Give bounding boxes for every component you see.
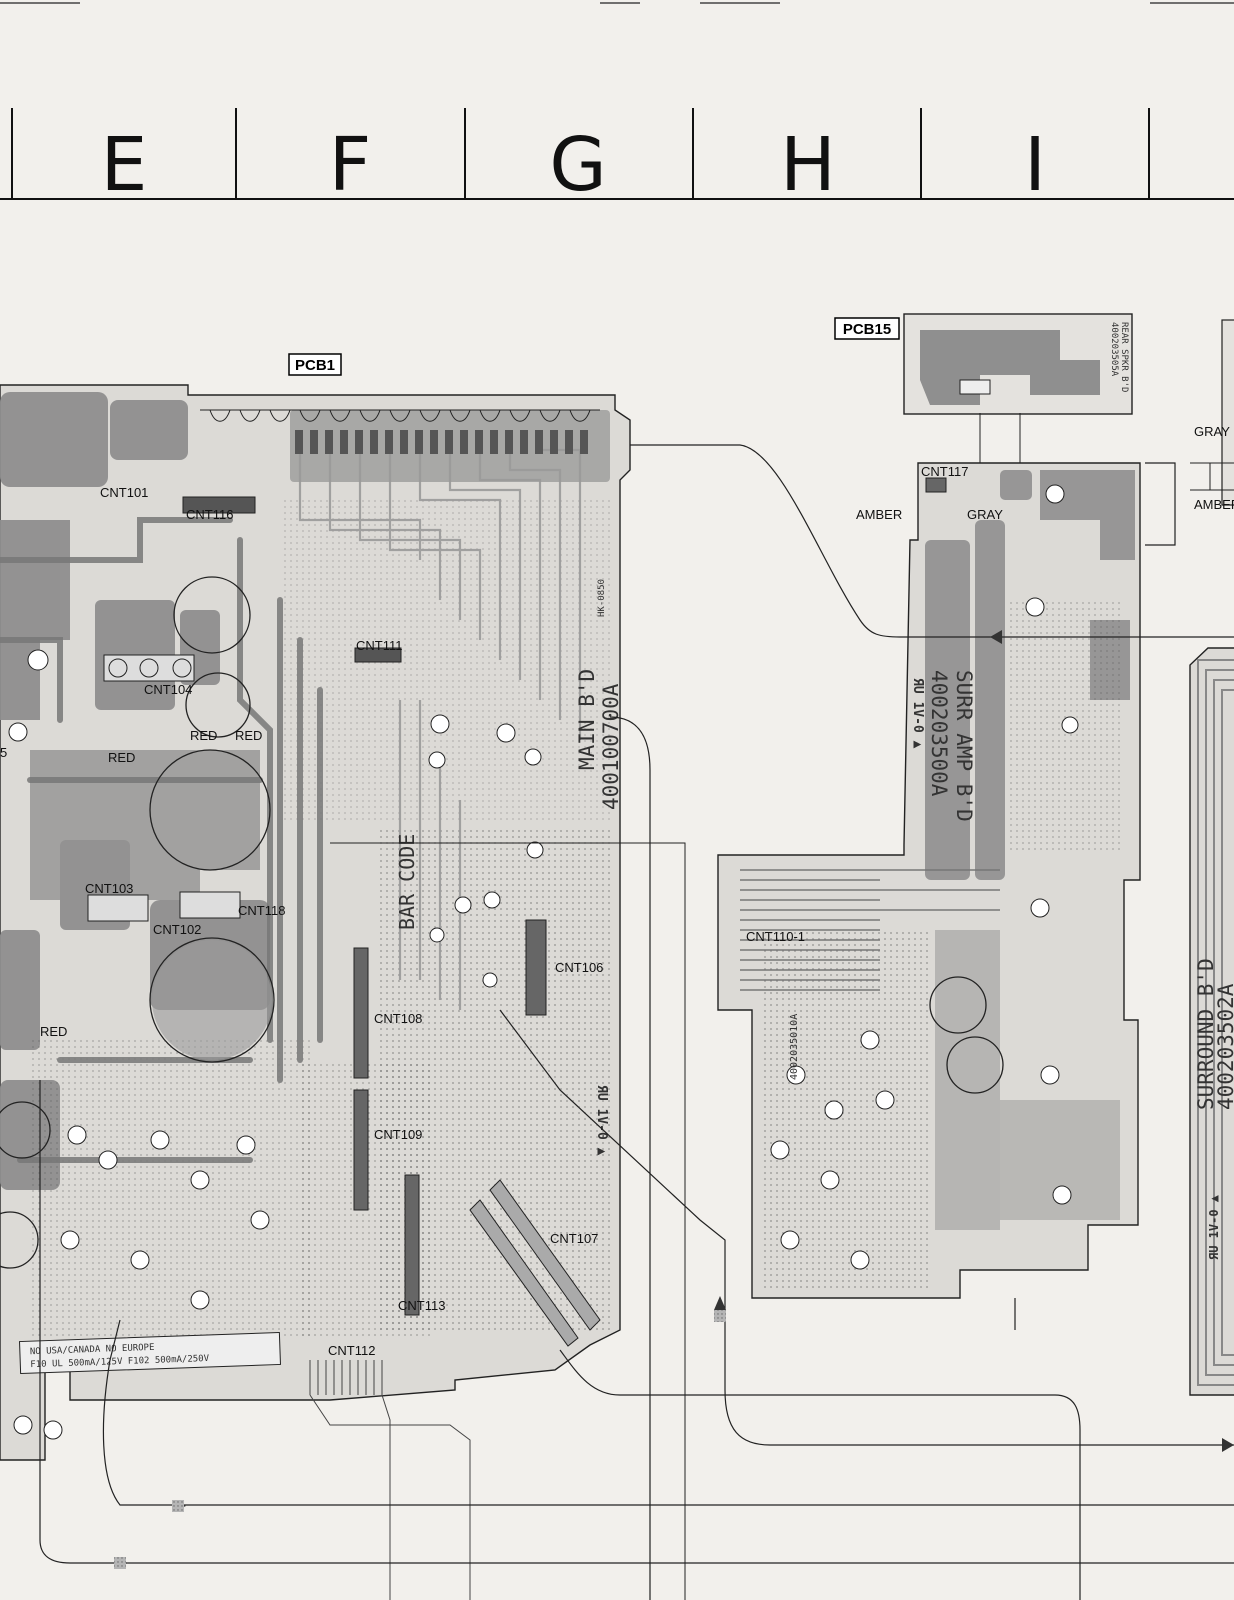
wire-label-red-3: RED <box>108 750 135 765</box>
surr-amp-board-name: SURR AMP B'D <box>952 670 976 822</box>
surr-amp-sub-number: 4002035010A <box>789 1014 800 1080</box>
connector-label-cnt104: CNT104 <box>144 682 192 697</box>
fuse-table: NO USA/CANADA NO EUROPE F10 UL 500mA/125… <box>19 1331 281 1375</box>
main-board-name: MAIN B'D <box>575 669 599 770</box>
interconnect-wires <box>39 444 1234 1600</box>
main-board-ul-mark: ЯU 1V-0 ▲ <box>594 1085 609 1156</box>
column-letter-g: G <box>549 122 606 208</box>
wire-label-red-2: RED <box>235 728 262 743</box>
rear-speaker-board-number: 400203505A <box>1109 322 1119 377</box>
surround-board-name: SURROUND B'D <box>1194 958 1218 1110</box>
wire-label-gray: GRAY <box>967 507 1003 522</box>
model-code-label: HK-0850 <box>597 579 607 617</box>
bar-code-label: BAR CODE <box>395 834 419 930</box>
connector-label-cnt112: CNT116 <box>186 507 233 522</box>
column-letter-i: I <box>1024 122 1046 208</box>
rear-speaker-board: REAR SPKR B'D 400203505A PCB15 <box>834 313 1133 470</box>
pcb1-tag: PCB1 <box>295 357 335 374</box>
connector-label-cnt102: CNT102 <box>153 922 201 937</box>
surround-ul-mark: ЯU 1V-0 ▲ <box>1207 1194 1221 1260</box>
connector-label-cnt109: CNT109 <box>374 1127 422 1142</box>
connector-label-cnt116: CNT112 <box>328 1343 375 1358</box>
main-board-number: 400100700A <box>599 683 623 810</box>
connector-label-cnt110-1: CNT110-1 <box>746 929 805 944</box>
main-board: MAIN B'D 400100700A BAR CODE HK-0850 ЯU … <box>0 353 739 1461</box>
connector-label-cnt113: CNT111 <box>356 638 402 653</box>
wire-label-red-1: RED <box>190 728 217 743</box>
connector-label-cnt111: CNT113 <box>398 1298 445 1313</box>
column-letter-e: E <box>101 122 148 208</box>
wire-label-gray-right: GRAY <box>1194 424 1230 439</box>
connector-label-cnt103: CNT103 <box>85 881 133 896</box>
connector-label-cnt117: CNT117 <box>921 464 968 479</box>
connector-label-cnt107: CNT107 <box>550 1231 598 1246</box>
wire-arrow-markers <box>114 630 1234 1569</box>
edge-label: 5 <box>0 745 7 760</box>
surround-board-number: 400203502A <box>1214 983 1234 1110</box>
surr-amp-board: SURR AMP B'D 400203500A ЯU 1V-0 ▲ 400203… <box>717 462 1141 1299</box>
column-letter-f: F <box>329 122 372 208</box>
wire-label-amber: AMBER <box>856 507 902 522</box>
rear-speaker-board-name: REAR SPKR B'D <box>1119 322 1129 392</box>
surr-amp-board-number: 400203500A <box>927 670 951 797</box>
surround-board: SURROUND B'D 400203502A ЯU 1V-0 ▲ GRAY A… <box>1189 319 1234 1396</box>
connector-label-cnt118: CNT118 <box>238 903 285 918</box>
wire-label-amber-right: AMBER <box>1194 497 1234 512</box>
column-header-grid <box>0 108 1234 200</box>
connector-label-cnt108: CNT108 <box>374 1011 422 1026</box>
fuse-table-row-1: NO USA/CANADA NO EUROPE <box>30 1343 155 1357</box>
connector-label-cnt101: CNT101 <box>100 485 148 500</box>
pcb15-tag: PCB15 <box>843 321 891 338</box>
wire-label-red-4: RED <box>40 1024 67 1039</box>
surr-amp-ul-mark: ЯU 1V-0 ▲ <box>910 678 925 749</box>
connector-label-cnt106: CNT106 <box>555 960 603 975</box>
bottom-ribbon <box>309 1360 471 1600</box>
column-letter-h: H <box>780 122 836 208</box>
